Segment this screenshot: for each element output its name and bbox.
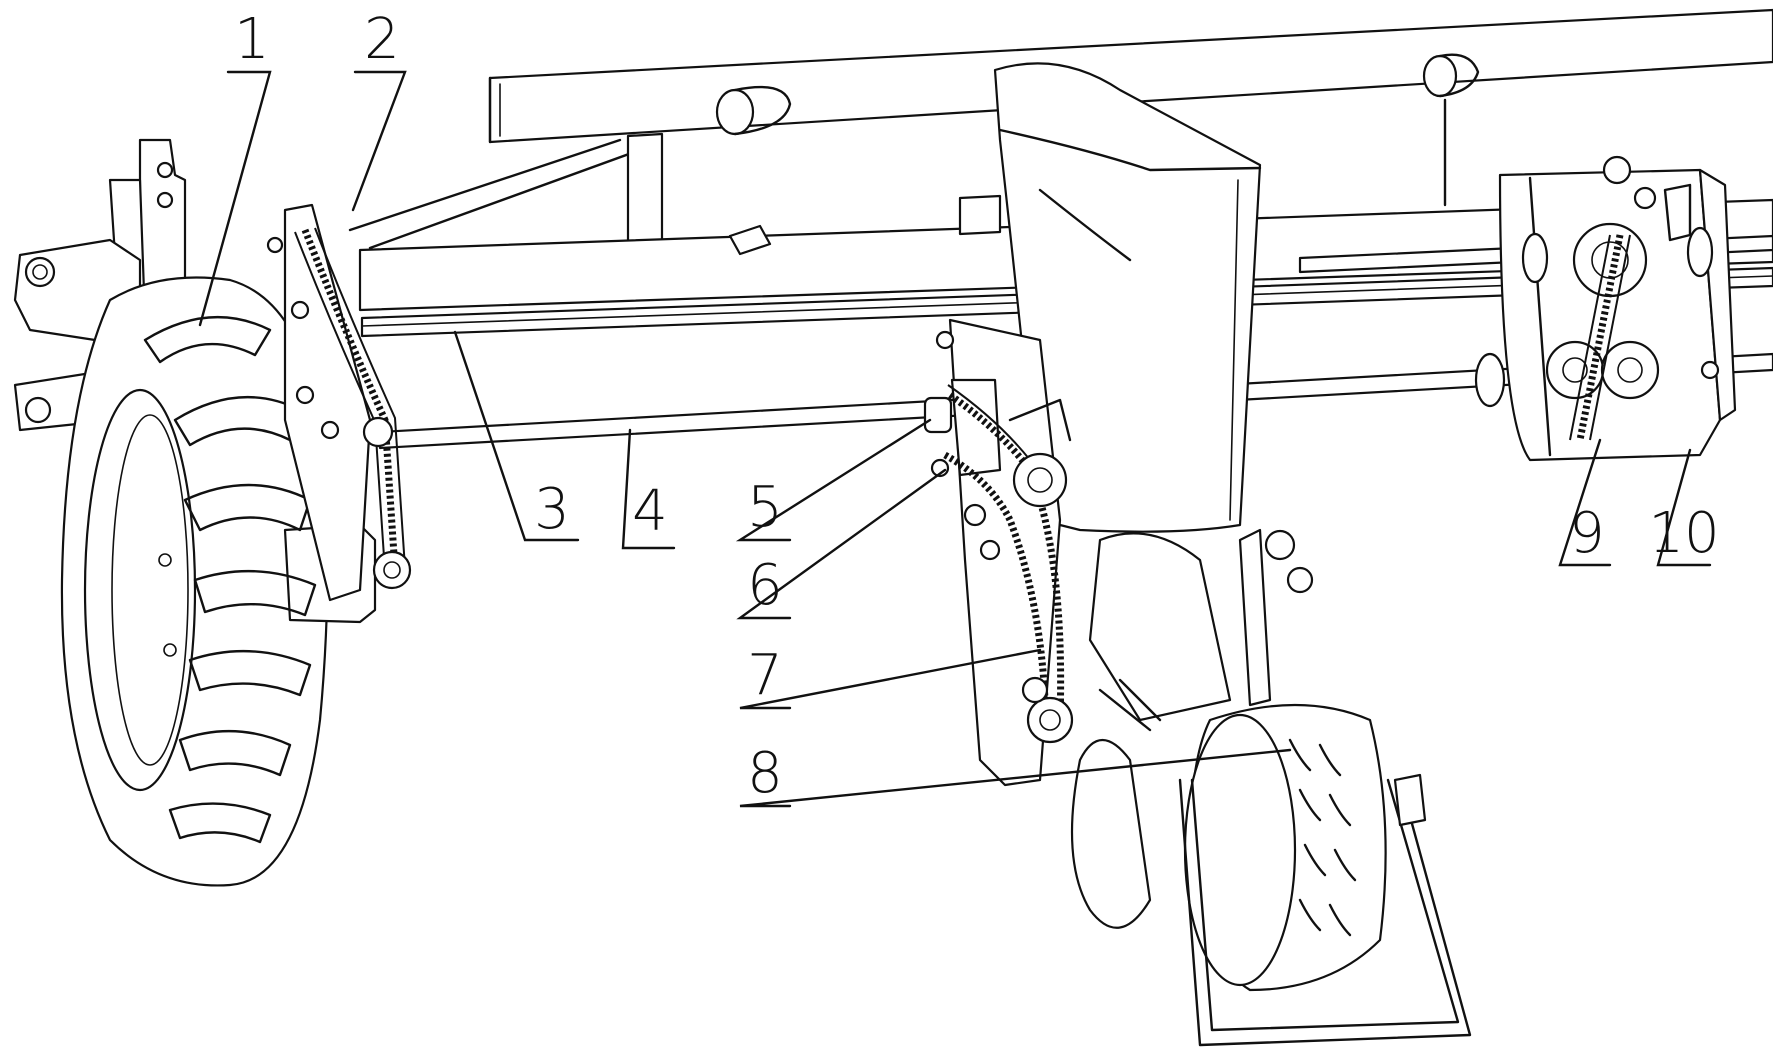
- leader-5: [735, 418, 932, 542]
- leader-7: [739, 648, 1042, 710]
- right-chain-drive: [1474, 155, 1737, 462]
- callout-9: 9: [1569, 501, 1605, 566]
- leader-6: [736, 468, 947, 620]
- leader-8: [739, 748, 1292, 808]
- press-wheel: [1070, 528, 1472, 1047]
- callout-4: 4: [632, 479, 668, 544]
- callout-6: 6: [747, 553, 783, 618]
- callout-10: 10: [1648, 501, 1719, 566]
- callout-7: 7: [747, 643, 783, 708]
- leader-3: [453, 330, 580, 542]
- left-chain-drive: [266, 203, 412, 602]
- leader-10: [1656, 448, 1712, 567]
- callout-8: 8: [747, 741, 783, 806]
- callout-1: 1: [234, 7, 270, 72]
- seed-hopper: [993, 62, 1262, 533]
- leader-4: [621, 428, 676, 550]
- callout-3: 3: [534, 477, 570, 542]
- leader-9: [1558, 438, 1612, 567]
- callout-labels: 1 2 3 4 5 6 7 8 9 10: [234, 7, 1719, 806]
- callout-2: 2: [364, 7, 400, 72]
- drive-wheel: [60, 276, 377, 887]
- leader-1: [198, 70, 272, 327]
- leader-2: [351, 70, 407, 212]
- metering-unit: [930, 318, 1074, 787]
- callout-5: 5: [747, 475, 783, 540]
- leader-lines: [198, 70, 1712, 808]
